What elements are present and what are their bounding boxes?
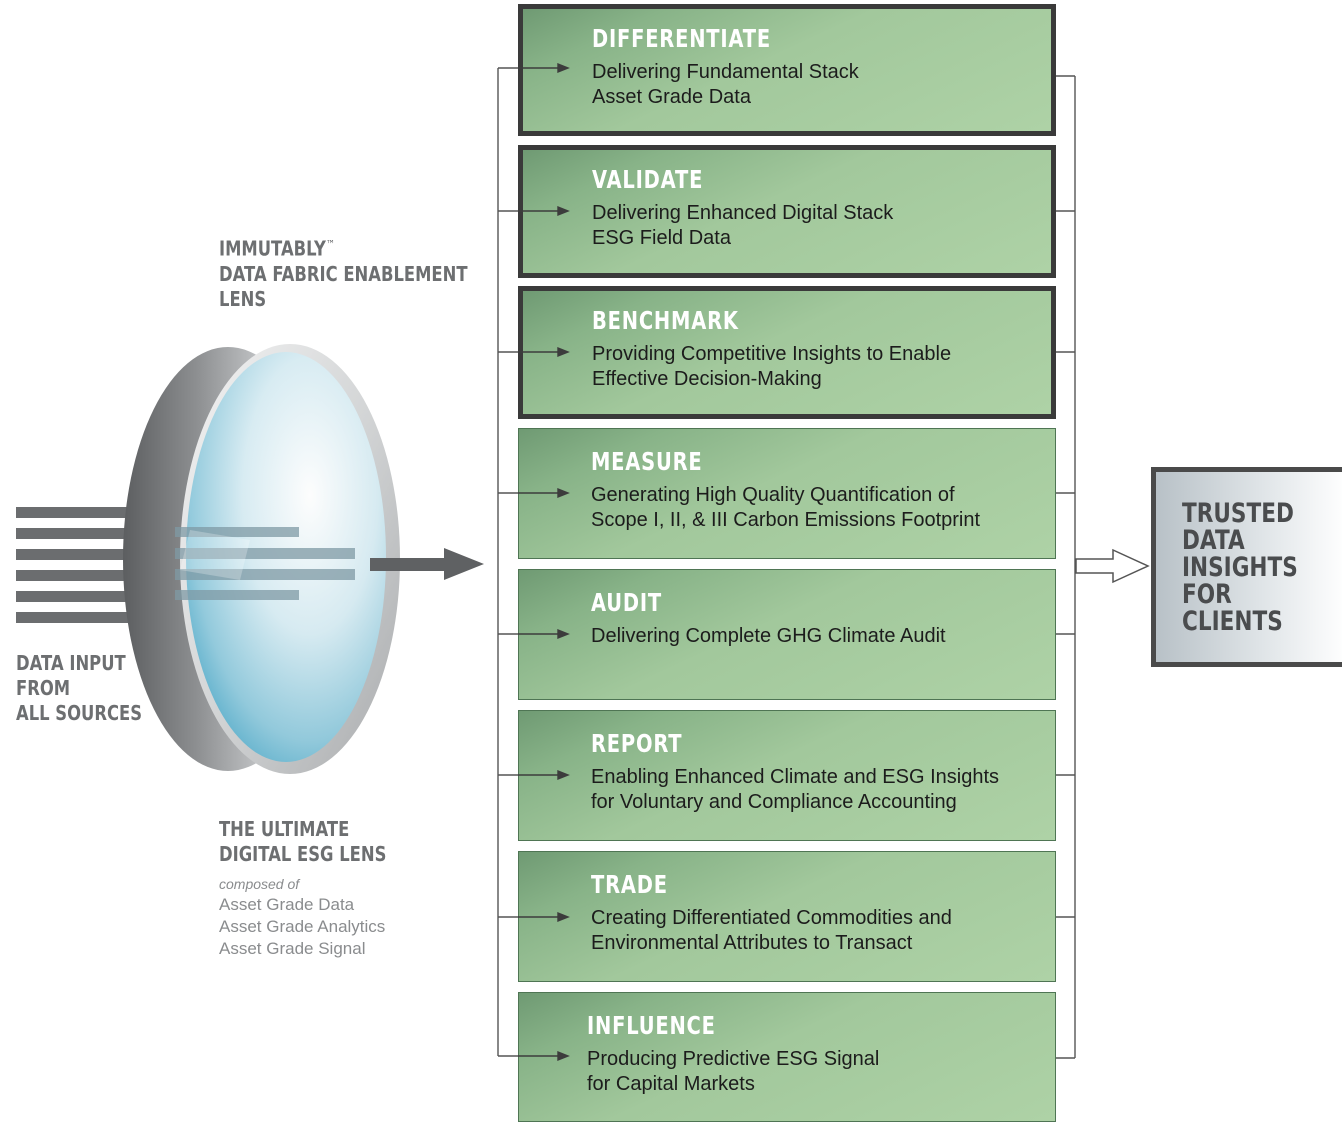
output-line: FOR [1182, 579, 1232, 610]
lens-graphic [16, 344, 484, 774]
input-lines [16, 507, 128, 623]
composition-item: Asset Grade Analytics [219, 917, 386, 936]
stage-desc-line: for Voluntary and Compliance Accounting [591, 791, 957, 813]
stage-validate: VALIDATE Delivering Enhanced Digital Sta… [518, 145, 1056, 278]
output-line: INSIGHTS [1182, 552, 1298, 583]
stage-audit: AUDIT Delivering Complete GHG Climate Au… [518, 569, 1056, 700]
stage-description: Generating High Quality Quantification o… [591, 483, 1051, 533]
data-input-line1: DATA INPUT [16, 651, 126, 675]
ultimate-line2: DIGITAL ESG LENS [219, 842, 387, 866]
stage-entry-arrows [498, 210, 518, 1057]
output-line: TRUSTED [1182, 498, 1294, 529]
trademark-symbol: ™ [325, 238, 335, 251]
stage-benchmark: BENCHMARK Providing Competitive Insights… [518, 286, 1056, 419]
data-input-label: DATA INPUT FROM ALL SOURCES [16, 651, 142, 726]
stage-title: VALIDATE [592, 165, 704, 194]
stage-description: Creating Differentiated Commodities and … [591, 906, 1051, 956]
ultimate-line1: THE ULTIMATE [219, 817, 350, 841]
stage-desc-line: ESG Field Data [592, 227, 731, 249]
lens-output-arrow [370, 548, 484, 580]
ultimate-lens-title: THE ULTIMATE DIGITAL ESG LENS [219, 817, 386, 867]
data-input-line3: ALL SOURCES [16, 701, 143, 725]
stage-title: BENCHMARK [592, 306, 739, 335]
stage-desc-line: for Capital Markets [587, 1073, 755, 1095]
stage-description: Enabling Enhanced Climate and ESG Insigh… [591, 765, 1051, 815]
stage-trade: TRADE Creating Differentiated Commoditie… [518, 851, 1056, 982]
composition-item: Asset Grade Signal [219, 939, 366, 958]
stage-title: DIFFERENTIATE [592, 24, 771, 53]
stage-desc-line: Producing Predictive ESG Signal [587, 1048, 880, 1070]
stage-desc-line: Delivering Complete GHG Climate Audit [591, 625, 946, 647]
stage-desc-line: Delivering Fundamental Stack [592, 61, 859, 83]
stage-title: TRADE [591, 870, 668, 899]
lens-title-line1: IMMUTABLY [219, 236, 326, 261]
stage-desc-line: Effective Decision-Making [592, 368, 822, 390]
stage-title: MEASURE [591, 447, 703, 476]
stage-measure: MEASURE Generating High Quality Quantifi… [518, 428, 1056, 559]
stage-desc-line: Asset Grade Data [592, 86, 751, 108]
stage-description: Delivering Complete GHG Climate Audit [591, 624, 1051, 649]
lens-title-line3: LENS [219, 286, 267, 311]
stage-description: Delivering Enhanced Digital Stack ESG Fi… [592, 201, 1052, 251]
output-line: DATA [1182, 525, 1245, 556]
stage-description: Providing Competitive Insights to Enable… [592, 342, 1052, 392]
stage-title: INFLUENCE [587, 1011, 716, 1040]
composition-item: Asset Grade Data [219, 895, 355, 914]
stage-description: Producing Predictive ESG Signal for Capi… [587, 1047, 1047, 1097]
stage-title: REPORT [591, 729, 683, 758]
stage-desc-line: Providing Competitive Insights to Enable [592, 343, 952, 365]
stage-desc-line: Delivering Enhanced Digital Stack [592, 202, 894, 224]
stage-differentiate: DIFFERENTIATE Delivering Fundamental Sta… [518, 4, 1056, 136]
data-input-line2: FROM [16, 676, 71, 700]
stage-report: REPORT Enabling Enhanced Climate and ESG… [518, 710, 1056, 841]
stage-influence: INFLUENCE Producing Predictive ESG Signa… [518, 992, 1056, 1122]
ultimate-lens-composition: composed of Asset Grade Data Asset Grade… [219, 874, 385, 960]
output-line: CLIENTS [1182, 606, 1283, 637]
composed-of-label: composed of [219, 876, 300, 892]
stage-desc-line: Scope I, II, & III Carbon Emissions Foot… [591, 509, 981, 531]
trusted-insights-text: TRUSTED DATA INSIGHTS FOR CLIENTS [1182, 500, 1298, 635]
lens-title: IMMUTABLY™ DATA FABRIC ENABLEMENT LENS [219, 232, 468, 312]
lens-title-line2: DATA FABRIC ENABLEMENT [219, 261, 468, 286]
stage-desc-line: Enabling Enhanced Climate and ESG Insigh… [591, 766, 1000, 788]
stage-desc-line: Creating Differentiated Commodities and [591, 907, 952, 929]
output-arrow [1075, 548, 1150, 584]
stage-title: AUDIT [591, 588, 662, 617]
trusted-insights-box: TRUSTED DATA INSIGHTS FOR CLIENTS [1151, 467, 1342, 667]
stage-desc-line: Environmental Attributes to Transact [591, 932, 913, 954]
stage-desc-line: Generating High Quality Quantification o… [591, 484, 955, 506]
stage-description: Delivering Fundamental Stack Asset Grade… [592, 60, 1052, 110]
